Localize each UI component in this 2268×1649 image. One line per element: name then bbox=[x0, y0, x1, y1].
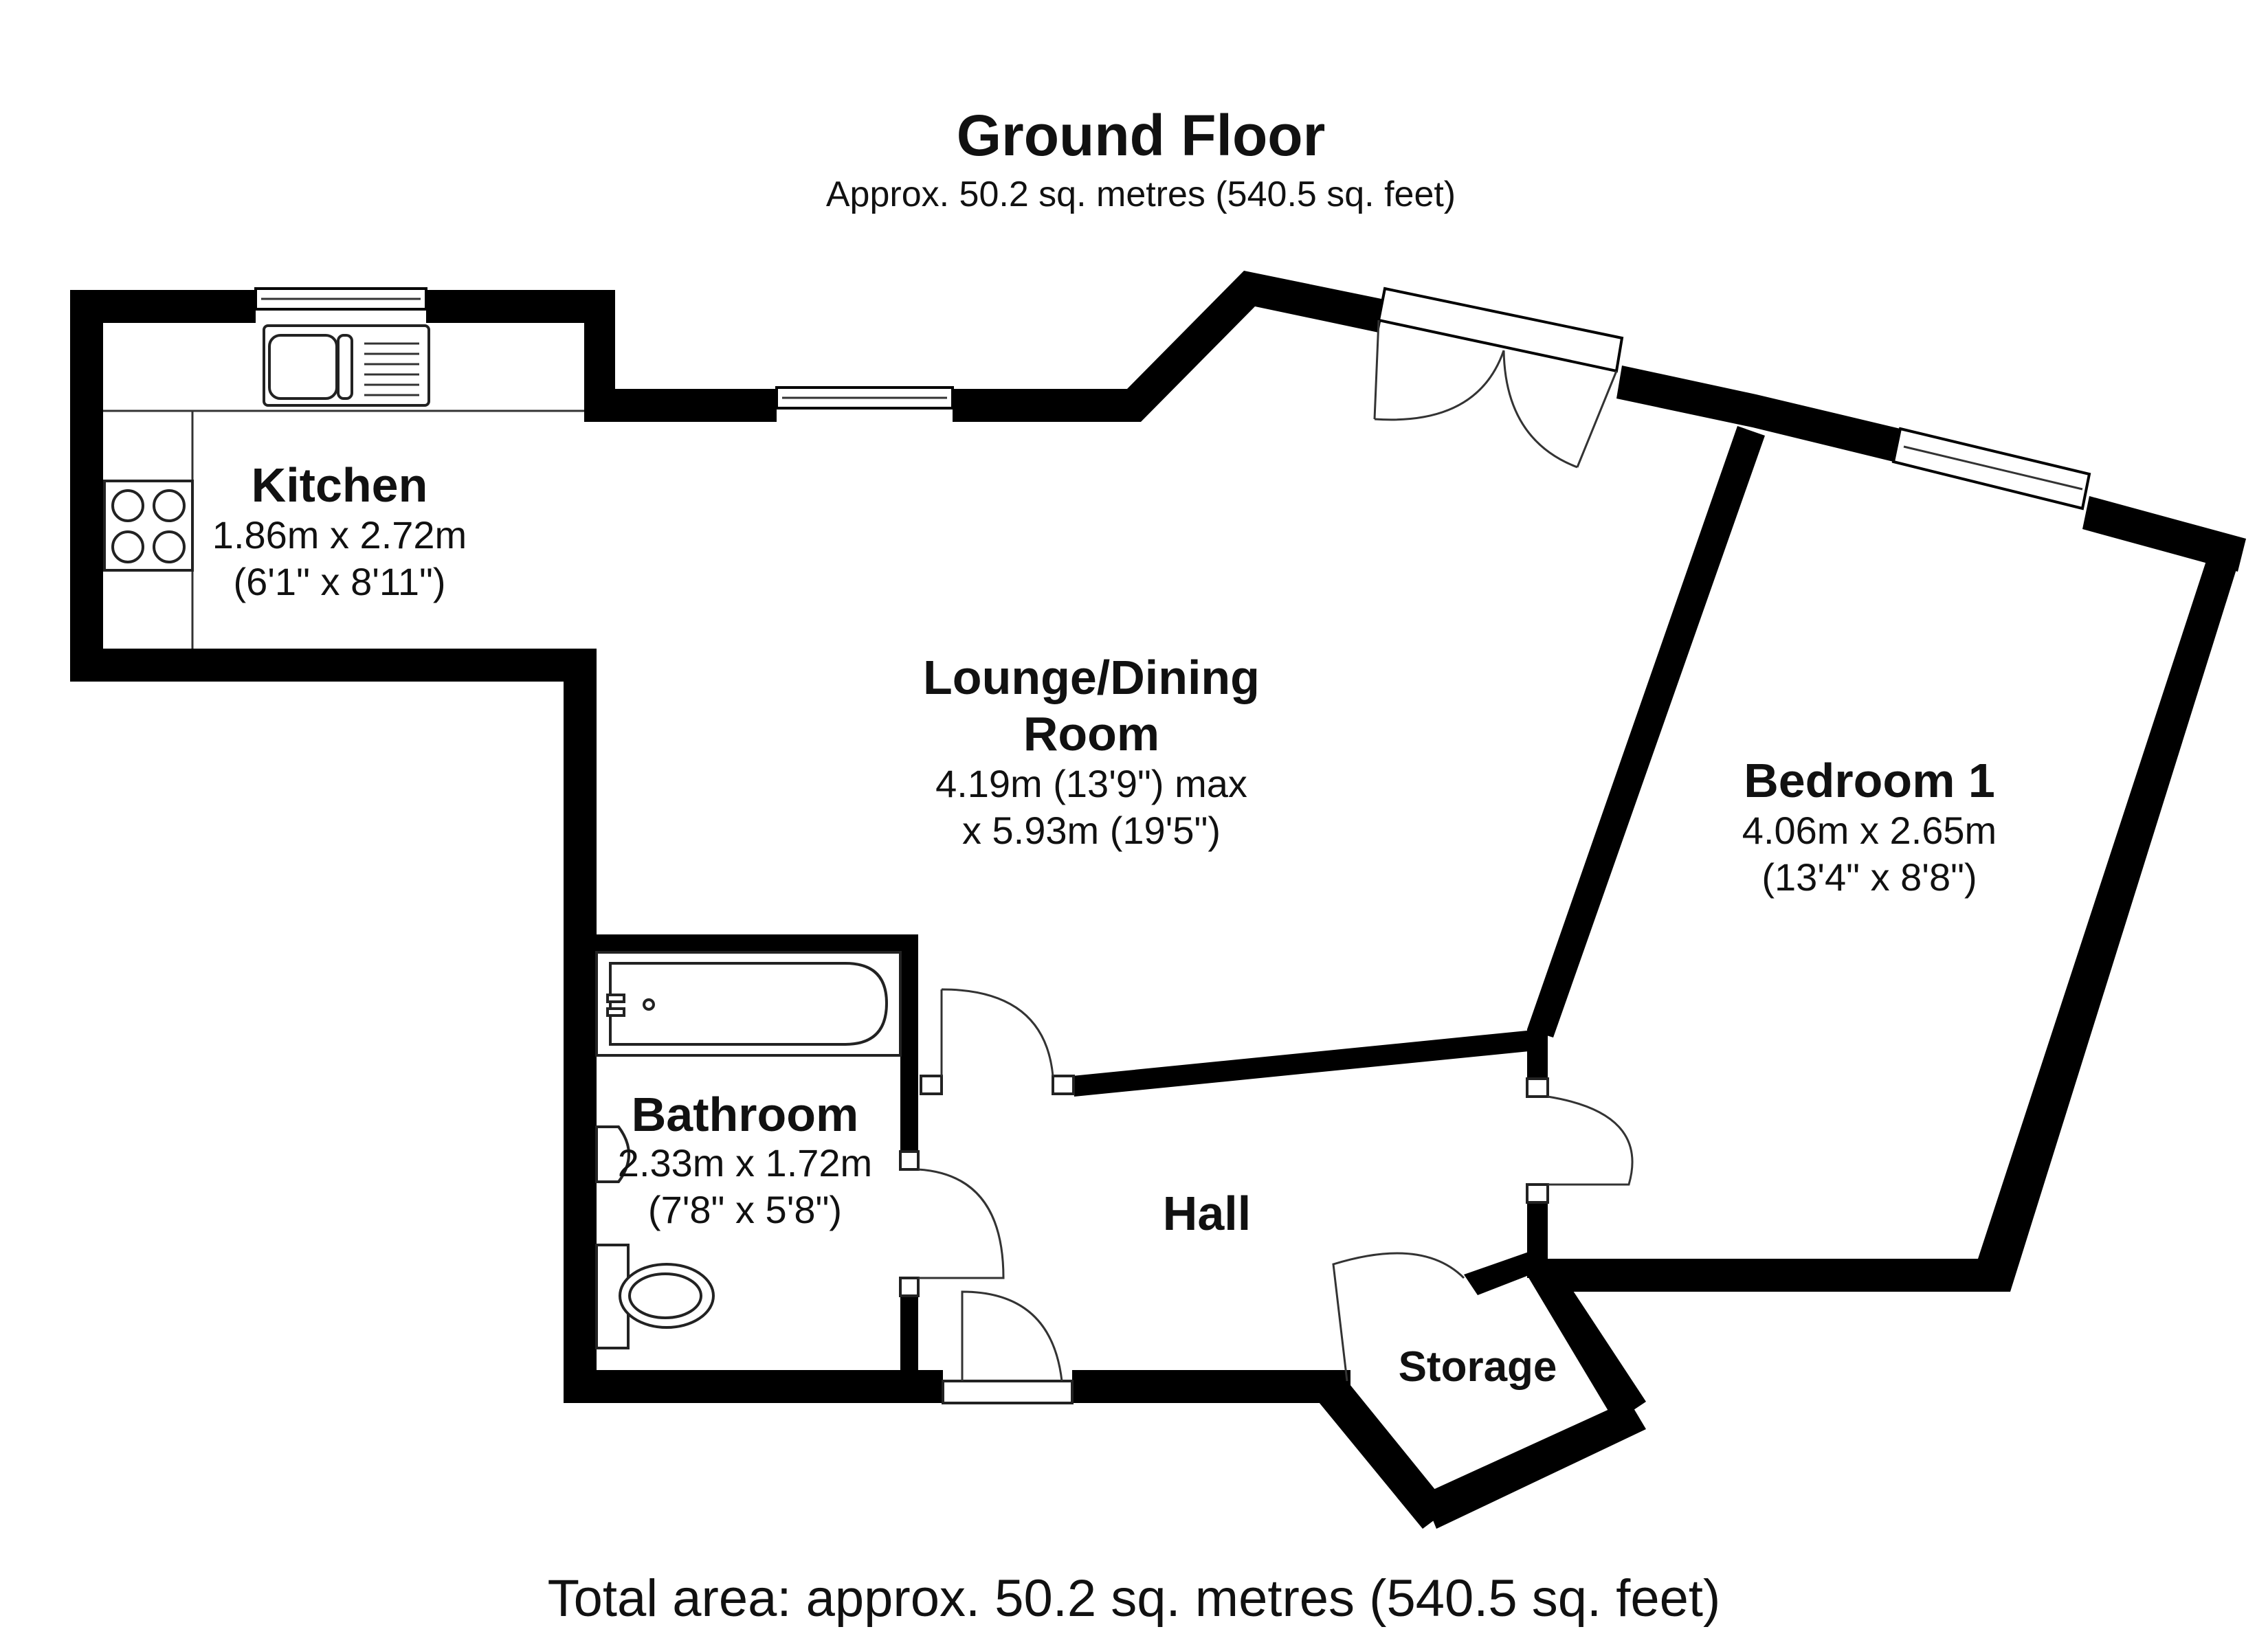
storage-name: Storage bbox=[1399, 1343, 1557, 1391]
room-bathroom-label: Bathroom 2.33m x 1.72m (7'8" x 5'8") bbox=[618, 1088, 872, 1231]
kitchen-dimensions-imperial: (6'1" x 8'11") bbox=[233, 560, 445, 603]
wall-patio-right bbox=[1616, 366, 1900, 462]
bedroom-dimensions-metric: 4.06m x 2.65m bbox=[1742, 809, 1997, 852]
floor-title: Ground Floor bbox=[957, 103, 1326, 168]
washbasin-icon bbox=[595, 1125, 630, 1183]
bath-basin-icon bbox=[609, 962, 889, 1046]
room-lounge-label: Lounge/Dining Room 4.19m (13'9") max x 5… bbox=[923, 651, 1260, 852]
wall-lounge-left bbox=[564, 649, 597, 1403]
hob-ring-icon bbox=[111, 530, 144, 563]
hob-ring-icon bbox=[111, 489, 144, 522]
room-bedroom-label: Bedroom 1 4.06m x 2.65m (13'4" x 8'8") bbox=[1742, 754, 1997, 899]
drainer-icon bbox=[364, 342, 419, 396]
wall-bathroom-right-upper bbox=[900, 934, 918, 1153]
hall-name: Hall bbox=[1163, 1187, 1251, 1240]
walls bbox=[70, 271, 2246, 1529]
wall-hall-bottom bbox=[1072, 1370, 1350, 1403]
patio-door-right-swing bbox=[1502, 350, 1618, 469]
wall-bedroom-left bbox=[1527, 426, 1765, 1037]
kitchen-fixtures bbox=[103, 324, 584, 649]
front-door-swing bbox=[961, 1290, 1063, 1382]
wall-storage-right bbox=[1527, 1271, 1646, 1422]
wall-lounge-top bbox=[953, 271, 1385, 422]
storage-door-swing bbox=[1332, 1252, 1465, 1382]
bedroom-name: Bedroom 1 bbox=[1744, 754, 1995, 807]
wall-storage-bottom bbox=[1423, 1400, 1646, 1529]
wall-bathroom-right-lower bbox=[900, 1294, 918, 1384]
wall-hall-lounge-partition bbox=[1072, 1031, 1529, 1097]
bathroom-name: Bathroom bbox=[632, 1088, 859, 1141]
wall-bedroom-top-right bbox=[2082, 496, 2246, 572]
wall-bathroom-top bbox=[584, 934, 913, 952]
hob-ring-icon bbox=[153, 489, 186, 522]
bedroom-dimensions-imperial: (13'4" x 8'8") bbox=[1761, 855, 1977, 899]
wall-bedroom-bottom bbox=[1546, 1259, 2010, 1292]
patio-doors bbox=[1373, 287, 1624, 469]
kitchen-dimensions-metric: 1.86m x 2.72m bbox=[212, 513, 467, 557]
wall-kitchen-bottom bbox=[70, 649, 592, 682]
sink-bowl-icon bbox=[268, 334, 338, 400]
front-door-threshold bbox=[942, 1380, 1074, 1404]
lounge-name-line1: Lounge/Dining bbox=[923, 651, 1260, 704]
internal-doors bbox=[899, 988, 1634, 1404]
floor-area-subtitle: Approx. 50.2 sq. metres (540.5 sq. feet) bbox=[826, 175, 1456, 214]
wall-storage-top bbox=[1464, 1250, 1539, 1295]
wall-bathroom-bottom bbox=[564, 1370, 943, 1403]
total-area: Total area: approx. 50.2 sq. metres (540… bbox=[548, 1569, 1721, 1628]
bathroom-dimensions-metric: 2.33m x 1.72m bbox=[618, 1141, 872, 1185]
lounge-dimensions-imperial: x 5.93m (19'5") bbox=[962, 809, 1221, 852]
bathroom-dimensions-imperial: (7'8" x 5'8") bbox=[648, 1188, 842, 1231]
wall-storage-left bbox=[1313, 1381, 1450, 1529]
bathroom-fixtures bbox=[595, 951, 902, 1349]
kitchen-name: Kitchen bbox=[252, 458, 428, 512]
bedroom-door-swing bbox=[1547, 1095, 1634, 1186]
bedroom-window bbox=[1891, 427, 2091, 511]
wall-bedroom-right bbox=[1978, 539, 2246, 1292]
wall-kitchen-top-right bbox=[426, 290, 777, 422]
lounge-name-line2: Room bbox=[1023, 707, 1159, 761]
bathroom-door-swing bbox=[918, 1168, 1005, 1279]
patio-door-left-swing bbox=[1373, 319, 1505, 421]
room-kitchen-label: Kitchen 1.86m x 2.72m (6'1" x 8'11") bbox=[212, 458, 467, 603]
windows bbox=[254, 287, 2091, 511]
hob-ring-icon bbox=[153, 530, 186, 563]
wall-kitchen-top-left bbox=[70, 290, 256, 649]
lounge-door-swing bbox=[940, 988, 1054, 1077]
lounge-dimensions-metric: 4.19m (13'9") max bbox=[935, 762, 1247, 805]
wall-bedroom-door-upper bbox=[1527, 1029, 1548, 1079]
